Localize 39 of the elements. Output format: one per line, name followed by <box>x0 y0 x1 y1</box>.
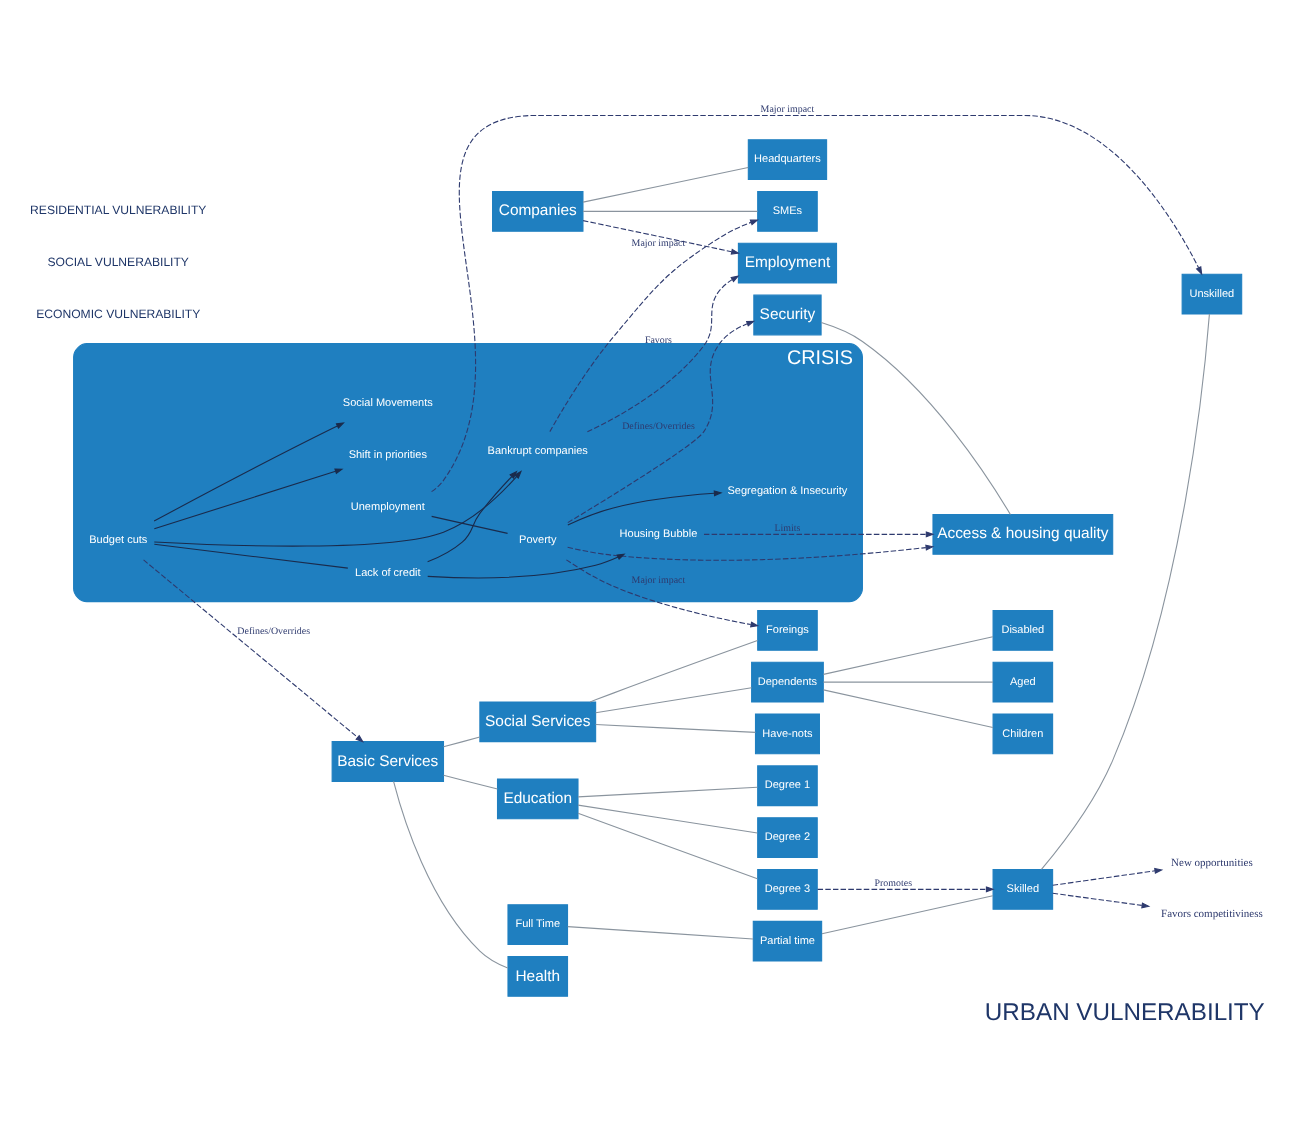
connector <box>393 779 509 968</box>
connector <box>442 773 499 789</box>
connector <box>577 785 758 797</box>
connector <box>582 166 749 202</box>
arrow <box>431 113 1203 492</box>
arrow <box>427 469 518 562</box>
connector <box>1040 312 1210 869</box>
arrow <box>567 489 723 525</box>
arrow <box>565 558 760 627</box>
arrow <box>817 885 995 892</box>
arrow <box>567 543 935 560</box>
connector <box>589 639 759 702</box>
arrow <box>549 218 759 432</box>
arrow <box>153 469 523 546</box>
arrow <box>153 467 344 529</box>
diagram-title: URBAN VULNERABILITY <box>984 997 1265 1026</box>
connector <box>577 811 758 879</box>
connector <box>822 635 994 674</box>
arrow <box>567 319 756 523</box>
arrow <box>1052 891 1151 908</box>
arrow <box>586 274 740 432</box>
connector <box>822 688 994 728</box>
connector <box>820 321 1011 514</box>
arrow <box>582 219 740 254</box>
connector <box>821 894 994 934</box>
connector <box>567 925 754 939</box>
arrow <box>1052 866 1164 885</box>
arrow <box>703 530 935 537</box>
connector <box>582 209 759 211</box>
connector <box>153 542 349 568</box>
connector <box>822 680 994 682</box>
connector <box>442 735 481 747</box>
connector <box>577 803 758 833</box>
connector <box>595 723 757 732</box>
connector <box>431 514 509 533</box>
arrow <box>153 421 345 521</box>
arrow <box>143 558 365 742</box>
connector <box>595 686 753 713</box>
arrow <box>427 552 626 578</box>
